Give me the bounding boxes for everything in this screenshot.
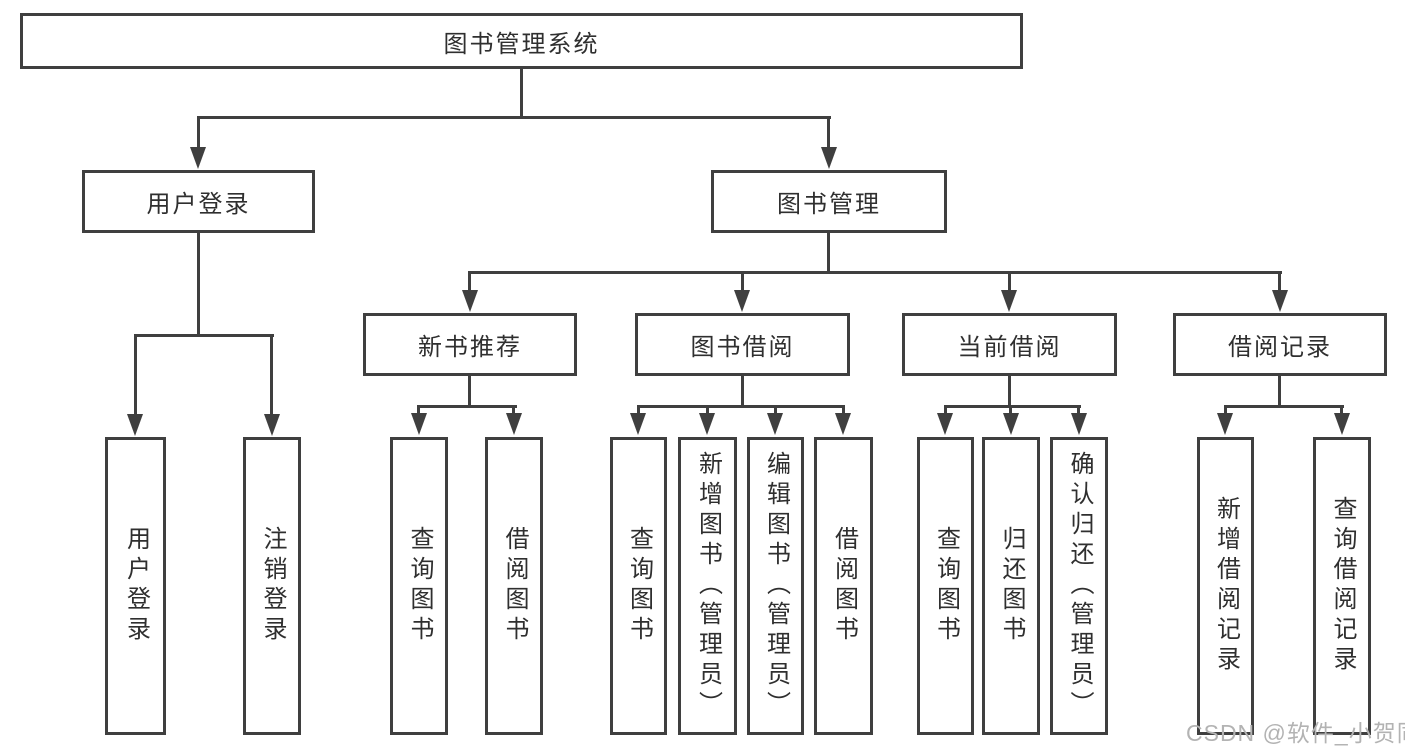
leaf-label: 归还图书 xyxy=(998,526,1025,646)
node-book-management: 图书管理 xyxy=(711,170,947,233)
node-library-management-system: 图书管理系统 xyxy=(20,13,1023,69)
connector-line xyxy=(944,405,947,415)
arrowhead-down xyxy=(1272,290,1288,312)
arrowhead-down xyxy=(937,413,953,435)
arrowhead-down xyxy=(835,413,851,435)
arrowhead-down xyxy=(821,147,837,169)
connector-line xyxy=(512,405,515,415)
connector-line xyxy=(706,405,709,415)
node-borrow-records: 借阅记录 xyxy=(1173,313,1387,376)
leaf-label: 注销登录 xyxy=(259,526,286,646)
connector-line xyxy=(197,116,831,119)
leaf-label: 借阅图书 xyxy=(830,526,858,646)
arrowhead-down xyxy=(1001,290,1017,312)
connector-line xyxy=(197,116,200,147)
arrowhead-down xyxy=(734,290,750,312)
leaf-query-borrow-record: 查询借阅记录 xyxy=(1313,437,1371,735)
arrowhead-down xyxy=(1334,413,1350,435)
connector-line xyxy=(1340,405,1343,415)
connector-line xyxy=(637,405,640,415)
connector-line xyxy=(197,233,200,337)
leaf-user-login: 用户登录 xyxy=(105,437,166,735)
connector-line xyxy=(468,271,1282,274)
arrowhead-down xyxy=(127,414,143,436)
connector-line xyxy=(1008,376,1011,408)
arrowhead-down xyxy=(462,290,478,312)
connector-line xyxy=(134,334,137,414)
connector-line xyxy=(842,405,845,415)
arrowhead-down xyxy=(1003,413,1019,435)
leaf-borrow-book: 借阅图书 xyxy=(814,437,873,735)
node-label: 图书借阅 xyxy=(690,334,795,361)
connector-line xyxy=(468,271,471,292)
connector-line xyxy=(741,271,744,292)
leaf-edit-book-admin: 编辑图书（管理员） xyxy=(747,437,804,735)
arrowhead-down xyxy=(767,413,783,435)
connector-line xyxy=(944,405,1081,408)
leaf-label: 用户登录 xyxy=(122,526,150,646)
connector-line xyxy=(741,376,744,408)
node-label: 当前借阅 xyxy=(957,334,1062,361)
arrowhead-down xyxy=(1071,413,1087,435)
connector-line xyxy=(1224,405,1227,415)
leaf-confirm-return-admin: 确认归还（管理员） xyxy=(1050,437,1108,735)
connector-line xyxy=(827,116,830,147)
leaf-label: 确认归还（管理员） xyxy=(1066,451,1093,721)
arrowhead-down xyxy=(506,413,522,435)
connector-line xyxy=(1009,405,1012,415)
connector-line xyxy=(417,405,420,415)
leaf-label: 查询图书 xyxy=(625,526,653,646)
leaf-label: 查询图书 xyxy=(406,526,433,646)
leaf-query-book-recommend: 查询图书 xyxy=(390,437,448,735)
arrowhead-down xyxy=(190,147,206,169)
leaf-add-book-admin: 新增图书（管理员） xyxy=(678,437,737,735)
connector-line xyxy=(1008,271,1011,292)
leaf-query-book-borrow: 查询图书 xyxy=(610,437,667,735)
leaf-add-borrow-record: 新增借阅记录 xyxy=(1197,437,1254,735)
node-label: 用户登录 xyxy=(146,191,251,218)
leaf-label: 查询图书 xyxy=(932,526,960,646)
connector-line xyxy=(1224,405,1344,408)
node-book-borrow: 图书借阅 xyxy=(635,313,850,376)
leaf-query-book-current: 查询图书 xyxy=(917,437,974,735)
node-label: 借阅记录 xyxy=(1228,334,1332,361)
arrowhead-down xyxy=(699,413,715,435)
csdn-watermark: CSDN @软件_小贺同学 xyxy=(1186,720,1405,746)
connector-line xyxy=(827,233,830,274)
node-label: 新书推荐 xyxy=(418,334,522,361)
connector-line xyxy=(637,405,845,408)
connector-line xyxy=(1278,271,1281,292)
connector-line xyxy=(1278,376,1281,408)
connector-line xyxy=(417,405,517,408)
arrowhead-down xyxy=(1217,413,1233,435)
node-new-book-recommend: 新书推荐 xyxy=(363,313,577,376)
node-user-login: 用户登录 xyxy=(82,170,315,233)
leaf-return-book: 归还图书 xyxy=(982,437,1040,735)
connector-line xyxy=(468,376,471,408)
leaf-borrow-book-recommend: 借阅图书 xyxy=(485,437,543,735)
leaf-label: 查询借阅记录 xyxy=(1329,496,1356,676)
node-current-borrow: 当前借阅 xyxy=(902,313,1117,376)
leaf-label: 编辑图书（管理员） xyxy=(762,451,790,721)
node-label: 图书管理系统 xyxy=(443,30,600,58)
node-label: 图书管理 xyxy=(777,191,881,218)
arrowhead-down xyxy=(264,414,280,436)
leaf-label: 新增借阅记录 xyxy=(1212,496,1240,676)
leaf-label: 新增图书（管理员） xyxy=(694,451,722,721)
leaf-logout-login: 注销登录 xyxy=(243,437,301,735)
arrowhead-down xyxy=(411,413,427,435)
connector-line xyxy=(134,334,274,337)
leaf-label: 借阅图书 xyxy=(501,526,528,646)
connector-line xyxy=(520,69,523,119)
connector-line xyxy=(774,405,777,415)
arrowhead-down xyxy=(630,413,646,435)
connector-line xyxy=(1077,405,1080,415)
connector-line xyxy=(270,334,273,414)
